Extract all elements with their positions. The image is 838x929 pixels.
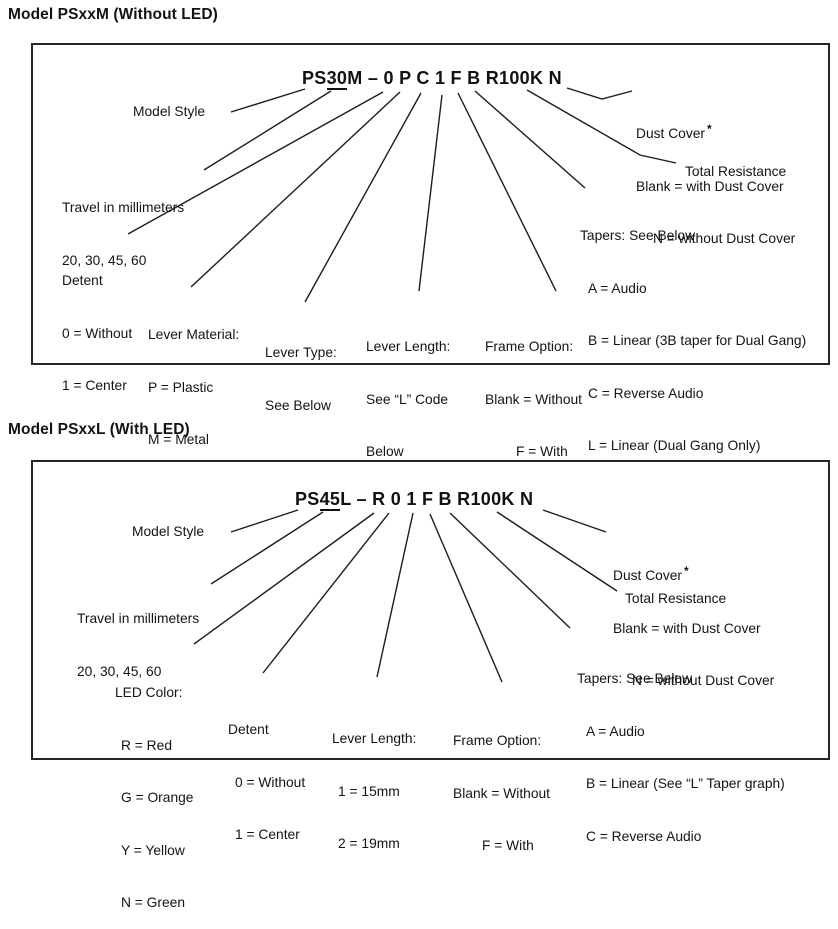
label-line: Dust Cover [636, 126, 706, 141]
label-line: Tapers: See Below [577, 671, 693, 686]
label-line: A = Audio [588, 280, 647, 296]
d1-model-style-label: Model Style [133, 104, 206, 119]
d2-travel-label: Travel in millimeters 20, 30, 45, 60 [77, 575, 199, 698]
label-line: 2 = 19mm [338, 836, 400, 851]
label-line: Below [366, 444, 404, 459]
label-line: L = Linear (Dual Gang Only) [588, 438, 761, 453]
label-line: Detent [62, 273, 103, 288]
label-line: Blank = Without [485, 391, 583, 407]
label-line: C = Reverse Audio [586, 828, 702, 844]
label-line: Tapers: See Below [580, 228, 696, 243]
d2-lever-length-label: Lever Length: 1 = 15mm 2 = 19mm [332, 695, 416, 870]
label-line: 1 = Center [62, 378, 127, 393]
asterisk-note: * [684, 564, 689, 578]
asterisk-note: * [707, 122, 712, 136]
label-line: G = Orange [121, 790, 194, 805]
dust-cover-title: Dust Cover* [636, 121, 795, 143]
d1-detent-label: Detent 0 = Without 1 = Center [62, 237, 132, 412]
label-line: F = With [516, 444, 568, 459]
diagram2-part-number: PS45L – R 0 1 F B R100K N [295, 489, 534, 511]
label-line: N = without Dust Cover [653, 231, 796, 246]
label-line: 20, 30, 45, 60 [77, 663, 162, 679]
label-line: N = without Dust Cover [632, 673, 775, 688]
d1-lever-material-label: Lever Material: P = Plastic M = Metal [148, 291, 239, 466]
pn-travel-code: 30 [326, 68, 348, 90]
label-line: 0 = Without [235, 774, 306, 790]
pn-suffix: L – R 0 1 F B R100K N [340, 489, 534, 509]
label-line: B = Linear (3B taper for Dual Gang) [588, 333, 807, 348]
label-line: Blank = Without [453, 785, 551, 801]
d1-lever-type-label: Lever Type: See Below [265, 309, 337, 432]
diagram2-title: Model PSxxL (With LED) [8, 421, 190, 438]
diagram1-title: Model PSxxM (Without LED) [8, 6, 218, 23]
d2-tapers-label: Tapers: See Below A = Audio B = Linear (… [577, 635, 785, 863]
d1-tapers-label: Tapers: See Below A = Audio B = Linear (… [580, 192, 806, 472]
label-line: Lever Length: [366, 339, 451, 354]
d2-dust-cover-label: Dust Cover* Blank = with Dust Cover N = … [613, 528, 774, 707]
label-line: Dust Cover [613, 568, 683, 583]
label-line: Detent [228, 722, 269, 737]
d2-led-color-label: LED Color: R = Red G = Orange Y = Yellow… [115, 649, 193, 929]
d1-frame-option-label: Frame Option: Blank = Without F = With [485, 303, 582, 478]
label-line: Blank = with Dust Cover [613, 620, 761, 636]
label-line: Frame Option: [485, 339, 574, 354]
label-line: See “L” Code [366, 391, 449, 407]
label-line: 0 = Without [62, 325, 133, 341]
label-line: Lever Length: [332, 731, 417, 746]
label-line: R = Red [121, 737, 172, 753]
d2-detent-label: Detent 0 = Without 1 = Center [228, 686, 305, 861]
label-line: Travel in millimeters [62, 200, 185, 215]
d2-frame-option-label: Frame Option: Blank = Without F = With [453, 697, 550, 872]
datasheet-page: { "diagram1": { "title": "Model PSxxM (W… [8, 6, 830, 910]
label-line: Frame Option: [453, 733, 542, 748]
label-line: Y = Yellow [121, 842, 185, 858]
d2-model-style-label: Model Style [132, 524, 205, 539]
pn-suffix: M – 0 P C 1 F B R100K N [347, 68, 562, 88]
label-line: P = Plastic [148, 379, 214, 395]
label-line: Lever Type: [265, 345, 337, 360]
label-line: Blank = with Dust Cover [636, 178, 784, 194]
d2-total-resistance-label: Total Resistance [625, 591, 727, 606]
label-line: C = Reverse Audio [588, 385, 704, 401]
pn-prefix: PS [302, 68, 327, 88]
label-line: M = Metal [148, 432, 209, 447]
d1-travel-label: Travel in millimeters 20, 30, 45, 60 [62, 164, 184, 287]
label-line: See Below [265, 397, 331, 413]
label-line: 1 = Center [235, 827, 300, 842]
label-line: N = Green [121, 895, 186, 910]
label-line: LED Color: [115, 685, 183, 700]
label-line: 1 = 15mm [338, 783, 400, 799]
d1-total-resistance-label: Total Resistance [685, 164, 787, 179]
label-line: 20, 30, 45, 60 [62, 252, 147, 268]
label-line: Lever Material: [148, 327, 240, 342]
label-line: A = Audio [586, 723, 645, 739]
d1-lever-length-label: Lever Length: See “L” Code Below [366, 303, 450, 478]
label-line: F = With [482, 838, 534, 853]
label-line: B = Linear (See “L” Taper graph) [586, 776, 785, 791]
dust-cover-title: Dust Cover* [613, 563, 774, 585]
pn-prefix: PS [295, 489, 320, 509]
pn-travel-code: 45 [319, 489, 341, 511]
d1-dust-cover-label: Dust Cover* Blank = with Dust Cover N = … [636, 86, 795, 265]
diagram1-part-number: PS30M – 0 P C 1 F B R100K N [302, 68, 562, 90]
label-line: Travel in millimeters [77, 611, 200, 626]
